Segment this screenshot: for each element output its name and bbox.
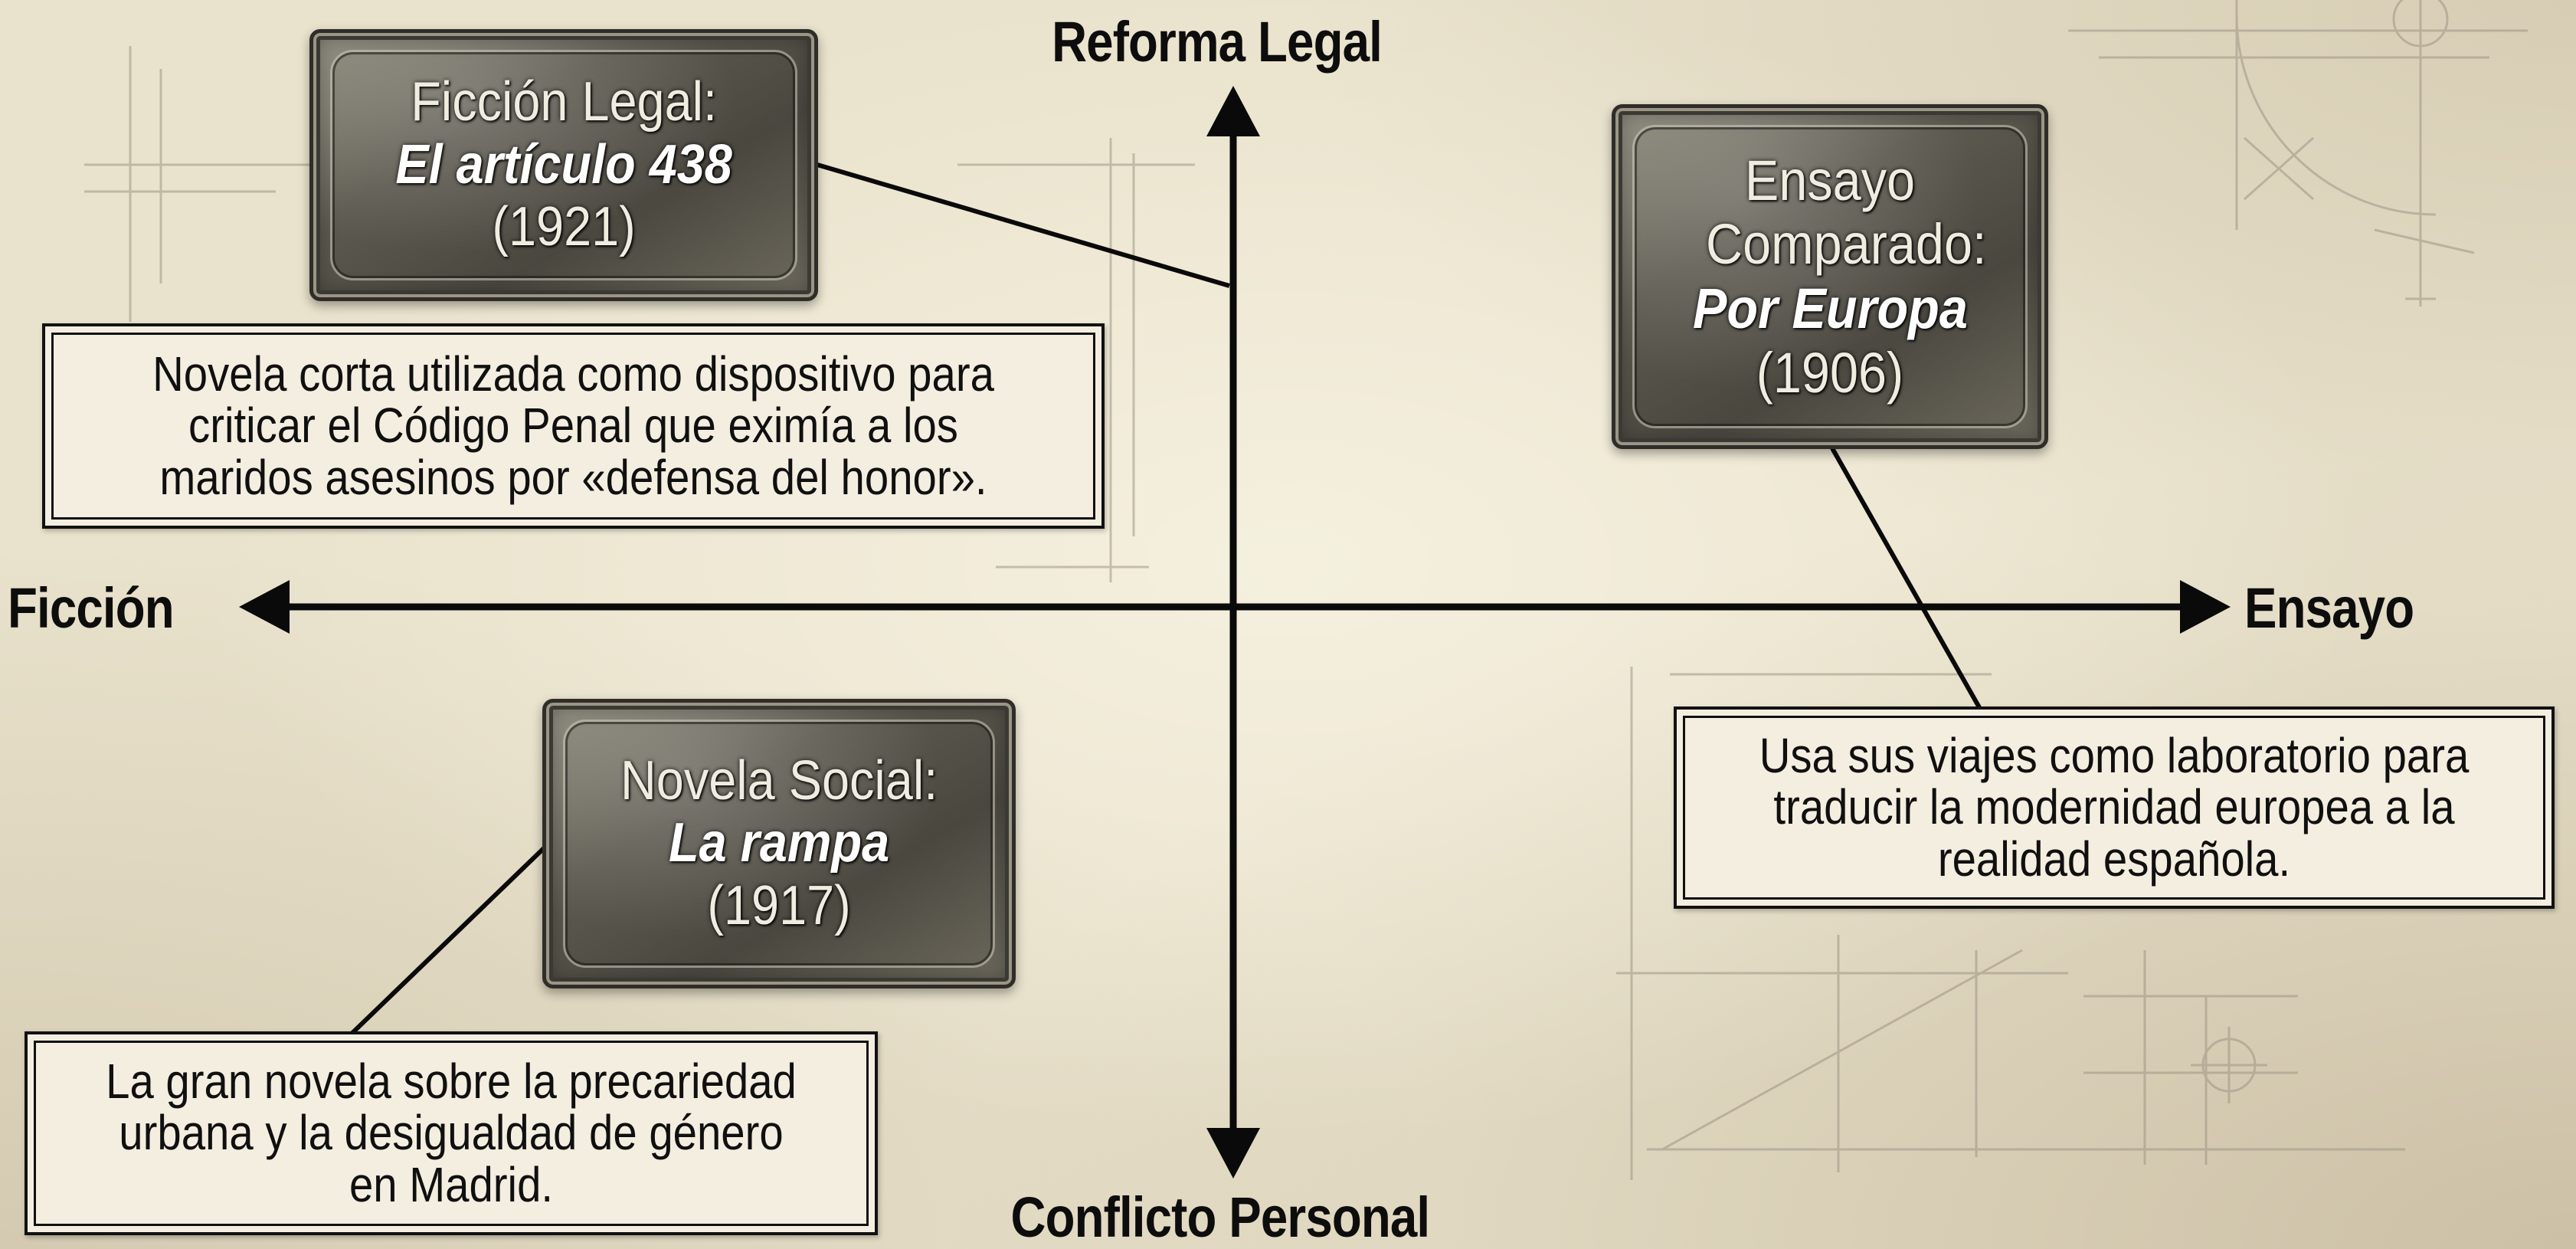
- plaque-articulo-438: Ficción Legal: El artículo 438 (1921): [309, 29, 818, 301]
- axis-label-bottom: Conflicto Personal: [1010, 1185, 1431, 1249]
- description-text: Usa sus viajes como laboratorio para tra…: [1759, 728, 2470, 887]
- leader-line-articulo: [817, 162, 1230, 288]
- plaque-title: Por Europa: [1692, 277, 1968, 340]
- plaque-genre: Ficción Legal:: [411, 71, 717, 133]
- plaque-title: La rampa: [668, 812, 890, 874]
- description-text: La gran novela sobre la precariedad urba…: [106, 1054, 797, 1212]
- leader-line-rampa: [350, 844, 548, 1035]
- arrow-right-icon: [2180, 580, 2231, 634]
- plaque-la-rampa: Novela Social: La rampa (1917): [542, 699, 1016, 988]
- description-text: Novela corta utilizada como dispositivo …: [152, 346, 994, 505]
- arrow-up-icon: [1206, 86, 1260, 136]
- arrow-left-icon: [239, 580, 290, 634]
- plaque-genre: Ensayo Comparado:: [1706, 148, 1987, 277]
- description-articulo-438: Novela corta utilizada como dispositivo …: [42, 323, 1105, 529]
- plaque-por-europa: Ensayo Comparado: Por Europa (1906): [1612, 104, 2048, 449]
- description-por-europa: Usa sus viajes como laboratorio para tra…: [1674, 706, 2555, 909]
- axis-label-left: Ficción: [8, 576, 175, 640]
- plaque-year: (1921): [492, 196, 636, 258]
- plaque-title: El artículo 438: [395, 133, 732, 195]
- description-la-rampa: La gran novela sobre la precariedad urba…: [25, 1031, 878, 1235]
- plaque-year: (1906): [1756, 340, 1904, 405]
- leader-line-europa: [1830, 447, 1982, 710]
- axis-label-right: Ensayo: [2244, 576, 2414, 640]
- axis-label-top: Reforma Legal: [1052, 10, 1383, 74]
- arrow-down-icon: [1206, 1128, 1260, 1179]
- plaque-genre: Novela Social:: [620, 749, 938, 811]
- plaque-year: (1917): [707, 874, 851, 936]
